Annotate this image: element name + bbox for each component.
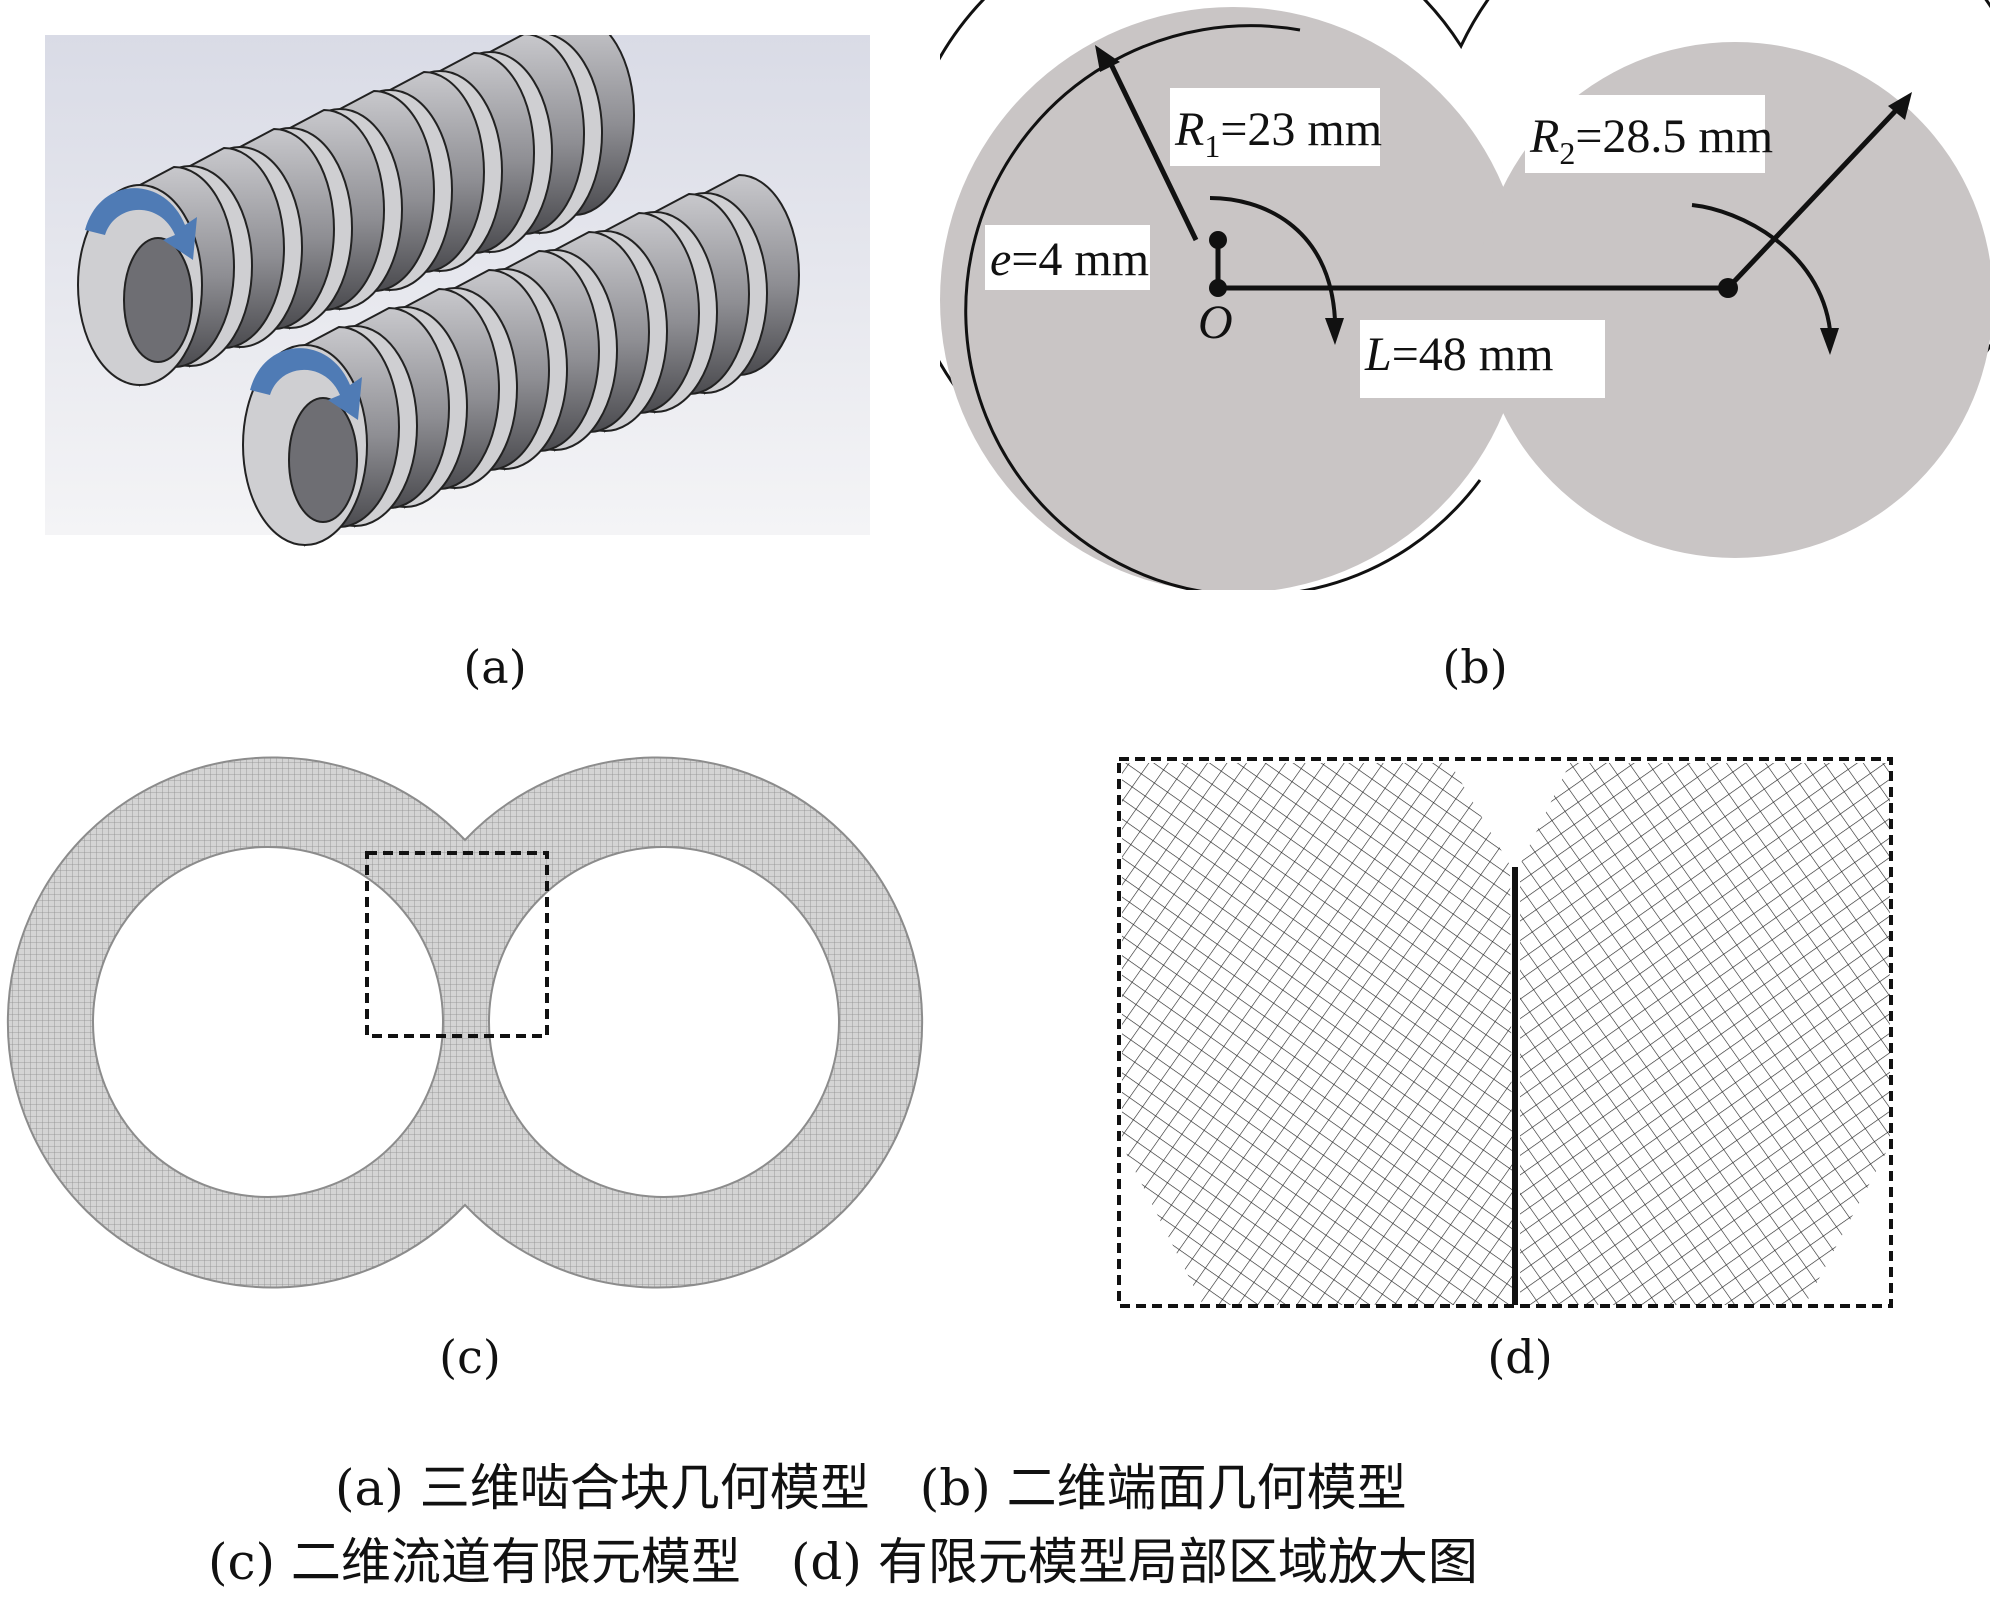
origin-label: O (1198, 296, 1233, 349)
back-screw (77, 13, 635, 387)
rotation-arrow-icon (250, 348, 362, 420)
rotation-arrow-icon (85, 188, 197, 260)
mesh-domain (6, 756, 924, 1289)
l-label: L=48 mm (1364, 328, 1553, 381)
panel-d-label: (d) (1487, 1330, 1553, 1384)
mesh-right-half (1520, 763, 1890, 1305)
mesh-left-half (1122, 763, 1513, 1305)
figure-caption-line-2: (c) 二维流道有限元模型 (d) 有限元模型局部区域放大图 (208, 1533, 1478, 1591)
front-screw (242, 173, 800, 547)
mesh-zoom-figure (1115, 755, 1895, 1310)
arrow-head-icon (1095, 45, 1120, 72)
kneading-block-3d-figure (45, 13, 870, 575)
panel-b-label: (b) (1442, 640, 1508, 694)
shaft-bore (288, 397, 358, 523)
zoom-frame (1117, 757, 1893, 1308)
shaft-bore (123, 237, 193, 363)
end-face-geometry-figure: R1=23 mm R2=28.5 mm e=4 mm O L=48 mm (897, 0, 1992, 598)
zoom-region-box (365, 851, 549, 1038)
arrow-head-icon (1325, 318, 1344, 345)
flow-channel-mesh-figure (0, 750, 930, 1290)
arrow-head-icon (1820, 328, 1839, 355)
r1-label: R1=23 mm (1174, 103, 1382, 164)
e-label: e=4 mm (990, 233, 1149, 286)
arrow-head-icon (1888, 92, 1912, 120)
panel-a-label: (a) (463, 640, 527, 694)
r2-label: R2=28.5 mm (1529, 110, 1773, 171)
figure-caption-line-1: (a) 三维啮合块几何模型 (b) 二维端面几何模型 (335, 1459, 1407, 1517)
panel-c-label: (c) (439, 1330, 501, 1384)
